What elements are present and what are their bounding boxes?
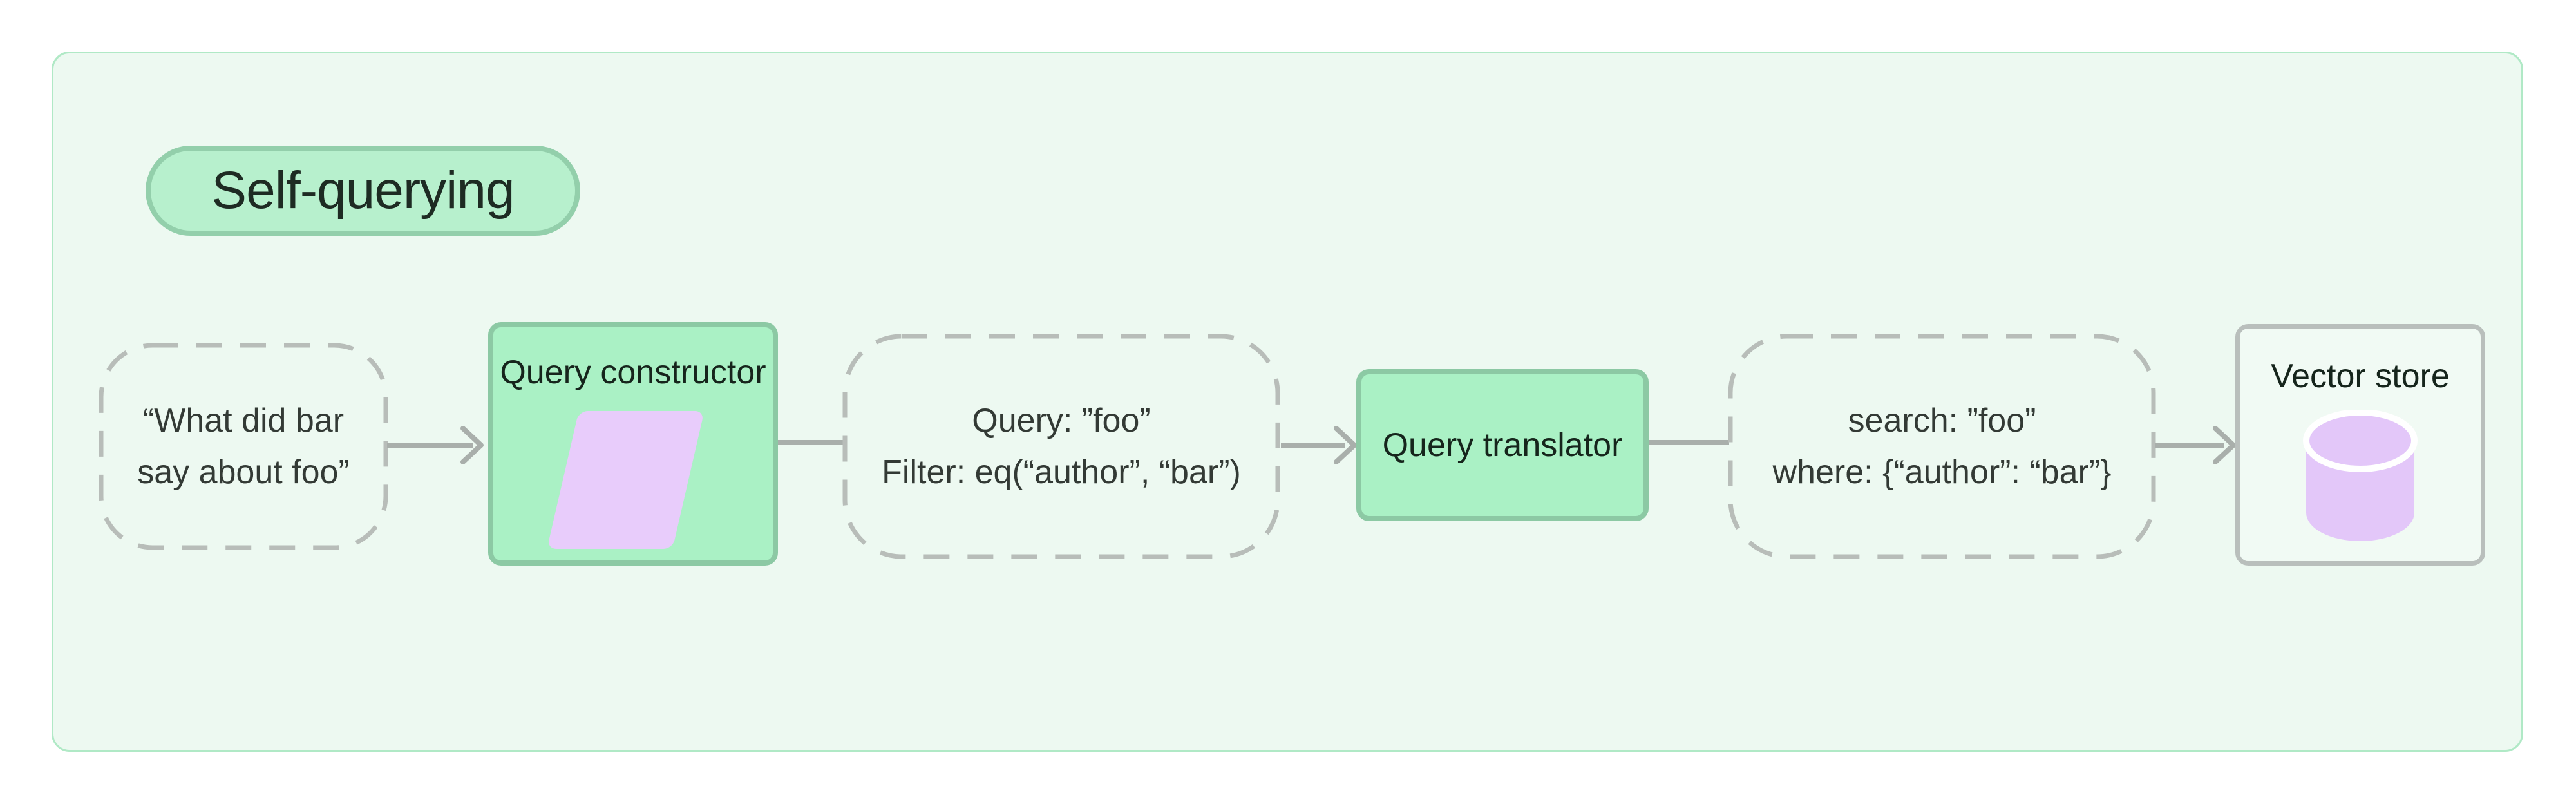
diagram-title-pill: Self-querying — [146, 146, 580, 236]
node-translated-query-line1: search: ”foo” — [1848, 402, 2036, 439]
connector-translator-to-translated-query — [1649, 440, 1729, 445]
node-translated-query-line2: where: {“author”: “bar”} — [1772, 454, 2112, 491]
node-query-constructor: Query constructor — [488, 322, 778, 566]
node-user-query: “What did bar say about foo” — [99, 343, 388, 550]
node-structured-query-line2: Filter: eq(“author”, “bar”) — [882, 454, 1241, 491]
database-icon — [2303, 410, 2418, 541]
dashed-border — [99, 343, 388, 550]
node-query-translator: Query translator — [1356, 369, 1649, 521]
parallelogram-icon — [547, 411, 705, 549]
node-vector-store-label: Vector store — [2271, 358, 2450, 395]
connector-constructor-to-structured-query — [778, 440, 844, 445]
self-querying-panel: Self-querying “What did bar say about fo… — [52, 52, 2523, 752]
diagram-title: Self-querying — [211, 161, 515, 220]
node-vector-store: Vector store — [2235, 324, 2485, 566]
dashed-border — [1728, 334, 2156, 559]
dashed-border — [842, 334, 1280, 559]
arrow-structured-query-to-translator — [1281, 426, 1357, 464]
node-query-constructor-label: Query constructor — [500, 354, 766, 391]
node-structured-query-line1: Query: ”foo” — [972, 402, 1151, 439]
arrow-translated-query-to-vector-store — [2155, 426, 2236, 464]
node-user-query-line1: “What did bar — [142, 402, 345, 439]
node-translated-query: search: ”foo” where: {“author”: “bar”} — [1728, 334, 2156, 559]
node-query-translator-label: Query translator — [1382, 426, 1623, 464]
node-structured-query: Query: ”foo” Filter: eq(“author”, “bar”) — [842, 334, 1280, 559]
node-user-query-line2: say about foo” — [137, 454, 350, 491]
arrow-user-query-to-constructor — [387, 426, 484, 464]
